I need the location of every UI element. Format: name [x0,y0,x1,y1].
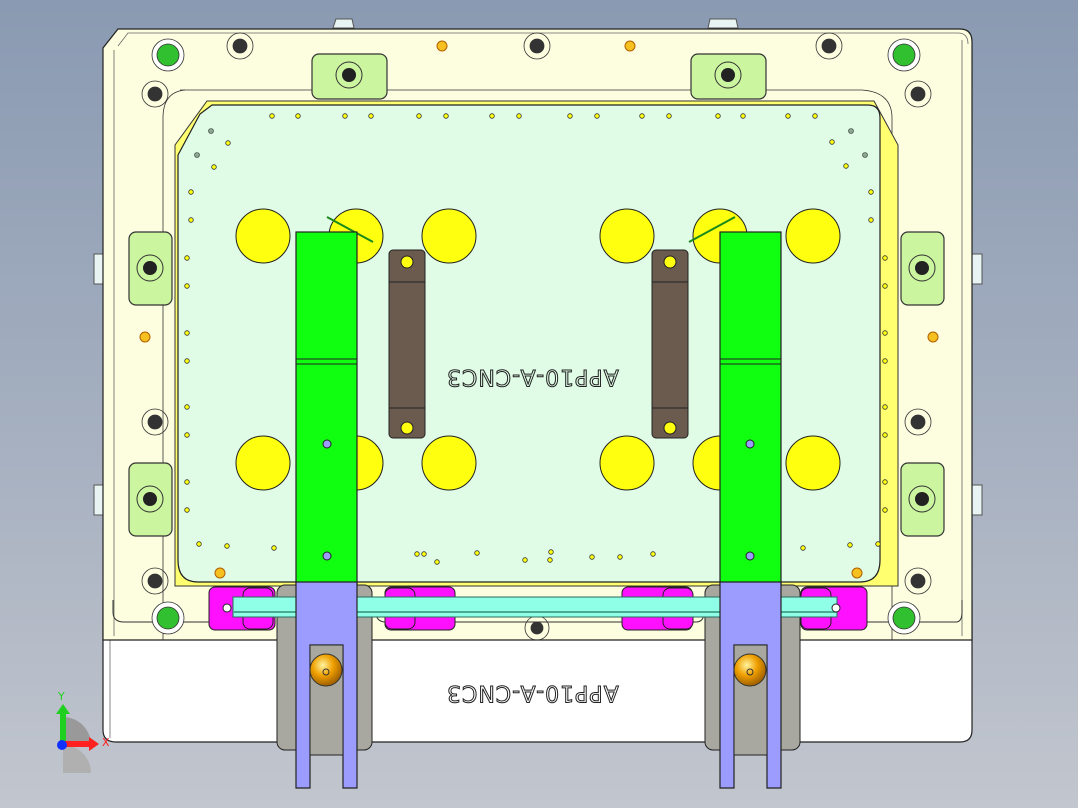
base-engraving: APP10-A-CNC3 [446,680,620,706]
frame-screws [141,32,932,641]
clamp-knob-left [309,653,343,687]
clamp-arm-left [295,231,358,585]
push-bar-right [651,249,689,439]
clamp-knob-right [733,653,767,687]
vent-holes [184,113,888,565]
axis-triad [56,704,99,773]
dowel-pins [139,40,939,579]
top-tab-left [332,18,355,29]
push-bar-left [388,249,426,439]
top-tab-right [707,18,739,29]
side-tab [971,484,983,516]
clamp-arm-right [719,231,782,585]
axis-label-x: X [102,736,110,749]
axis-label-y: Y [58,690,65,703]
plate-engraving: APP10-A-CNC3 [446,364,620,390]
side-tab [971,253,983,285]
